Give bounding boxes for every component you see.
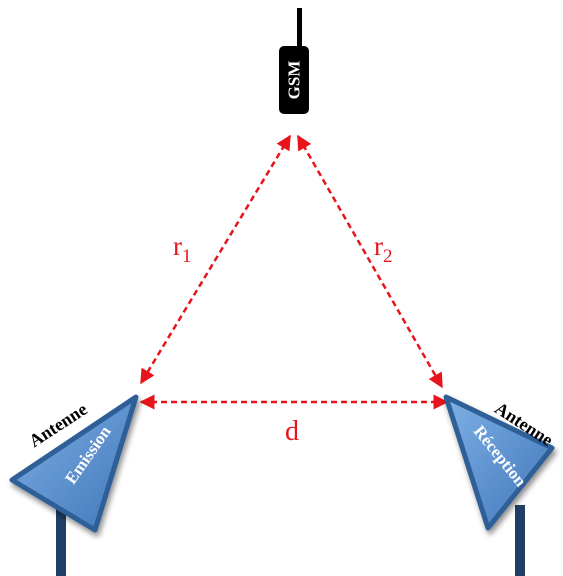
label-r1: r1: [173, 231, 192, 267]
mast-right: [515, 505, 525, 576]
arrow-r2: [298, 136, 442, 387]
distance-arrows: [141, 136, 447, 402]
mast-left: [56, 505, 66, 576]
label-d: d: [285, 416, 299, 447]
label-r2: r2: [374, 231, 393, 267]
phone-label: GSM: [285, 61, 304, 100]
antenna-emission: Emission Antenne: [12, 397, 136, 576]
phone-antenna-stub: [297, 8, 302, 48]
gsm-phone: GSM: [279, 8, 309, 114]
arrow-r1: [141, 136, 290, 383]
antenna-reception: Réception Antenne: [446, 397, 557, 576]
